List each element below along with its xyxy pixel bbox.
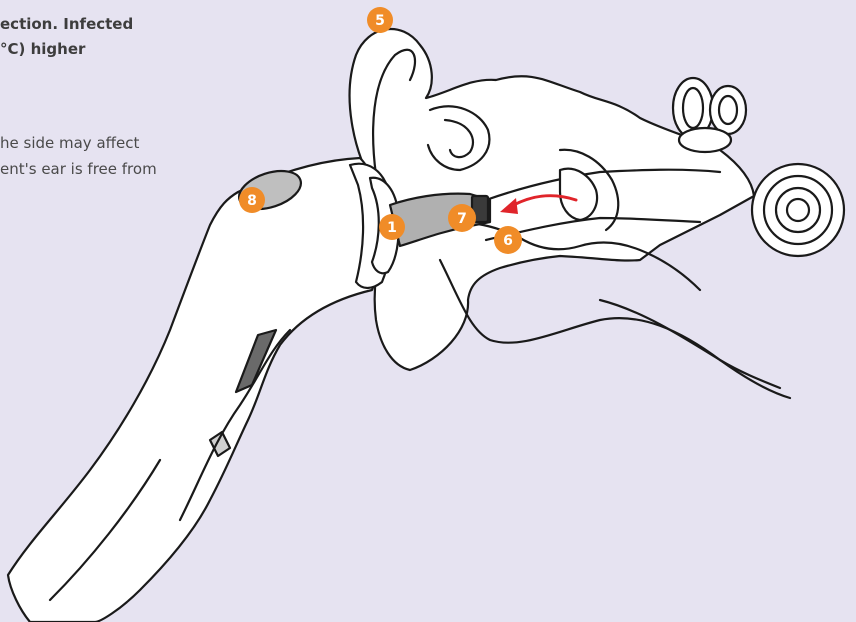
- semicircular-canals: [673, 78, 746, 152]
- thermometer-handle: [8, 158, 380, 622]
- eustachian-tube: [600, 300, 790, 398]
- lower-canal: [440, 260, 780, 388]
- badge-5: 5: [367, 7, 393, 33]
- badge-7: 7: [448, 204, 476, 232]
- svg-text:8: 8: [247, 193, 257, 209]
- ear-thermometer: [8, 158, 490, 622]
- svg-text:6: 6: [503, 233, 513, 249]
- cochlea: [752, 164, 844, 256]
- badge-8: 8: [239, 187, 265, 213]
- svg-text:7: 7: [457, 211, 467, 227]
- badge-6: 6: [494, 226, 522, 254]
- badge-1: 1: [379, 214, 405, 240]
- svg-text:1: 1: [387, 220, 397, 236]
- svg-text:5: 5: [375, 13, 385, 29]
